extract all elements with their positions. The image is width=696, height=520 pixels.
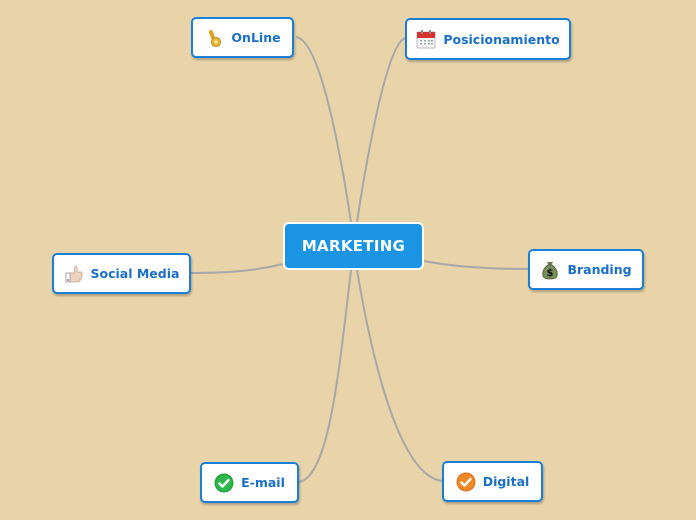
topic-label: Posicionamiento <box>443 31 560 47</box>
link-digital <box>356 269 444 482</box>
central-topic-marketing[interactable]: MARKETING <box>283 222 424 270</box>
money-bag-icon: $ <box>540 260 560 280</box>
link-posicionamiento <box>356 37 407 223</box>
svg-text:$: $ <box>547 268 554 279</box>
link-social-media <box>189 263 284 274</box>
key-icon <box>204 28 224 48</box>
topic-posicionamiento[interactable]: Posicionamiento <box>405 18 571 60</box>
calendar-icon <box>416 29 436 49</box>
topic-email[interactable]: E-mail <box>200 462 299 503</box>
green-check-icon <box>214 473 234 493</box>
topic-label: Social Media <box>90 266 180 281</box>
central-topic-label: MARKETING <box>301 237 406 255</box>
topic-branding[interactable]: $ Branding <box>528 249 644 290</box>
topic-label: OnLine <box>231 30 281 45</box>
topic-label: Digital <box>482 474 530 489</box>
orange-check-icon <box>456 472 476 492</box>
topic-label: Branding <box>567 262 632 277</box>
topic-online[interactable]: OnLine <box>191 17 294 58</box>
link-branding <box>423 260 530 270</box>
link-online <box>295 36 352 223</box>
topic-digital[interactable]: Digital <box>442 461 543 502</box>
thumbs-up-icon <box>64 264 84 284</box>
topic-label: E-mail <box>241 475 285 490</box>
topic-social-media[interactable]: Social Media <box>52 253 191 294</box>
link-email <box>297 269 352 483</box>
